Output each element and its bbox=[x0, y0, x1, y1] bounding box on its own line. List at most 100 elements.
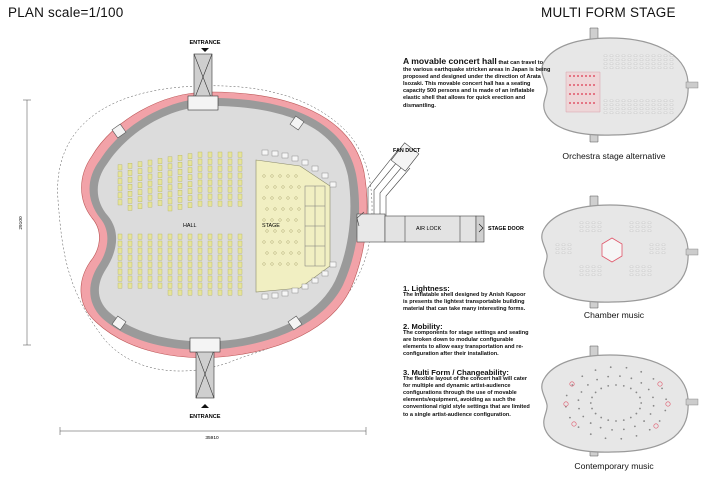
thumbnail-seat bbox=[579, 273, 584, 276]
thumbnail-seat bbox=[621, 107, 626, 110]
hall-seat bbox=[207, 233, 213, 240]
thumbnail-seat bbox=[661, 243, 666, 246]
thumbnail-seat bbox=[633, 58, 638, 61]
hall-seat bbox=[197, 289, 203, 296]
thumbnail-seat bbox=[639, 99, 644, 102]
thumbnail-seat bbox=[603, 62, 608, 65]
hall-seat bbox=[117, 268, 123, 275]
thumbnail-seat bbox=[555, 251, 560, 254]
audience-mark bbox=[622, 419, 625, 422]
hall-seat bbox=[167, 233, 173, 240]
hall-seat bbox=[217, 282, 223, 289]
thumbnail-seat bbox=[669, 66, 674, 69]
hall-seat bbox=[147, 261, 153, 268]
audience-mark bbox=[594, 412, 597, 415]
hall-seat bbox=[237, 172, 243, 179]
orchestra-player-mark bbox=[569, 75, 571, 77]
audience-mark bbox=[625, 366, 628, 369]
orchestra-player-mark bbox=[593, 75, 595, 77]
thumbnail-seat bbox=[627, 99, 632, 102]
audience-mark bbox=[587, 384, 589, 386]
thumbnail-seat bbox=[603, 54, 608, 57]
stage-chair bbox=[278, 218, 282, 222]
stage-chair bbox=[270, 240, 274, 244]
hall-seat bbox=[147, 180, 153, 187]
thumbnail-seat bbox=[635, 273, 640, 276]
hall-seat bbox=[227, 247, 233, 254]
thumbnail-seat bbox=[615, 66, 620, 69]
hall-seat bbox=[147, 194, 153, 201]
hall-seat bbox=[127, 191, 133, 197]
stage-chair bbox=[270, 218, 274, 222]
stage-chair bbox=[281, 207, 285, 211]
stage-chair bbox=[286, 218, 290, 222]
thumbnail-seat bbox=[669, 111, 674, 114]
stage-chair bbox=[294, 262, 298, 266]
hall-seat bbox=[177, 155, 183, 161]
stage-chair bbox=[297, 185, 301, 189]
audience-mark bbox=[661, 387, 663, 390]
hall-seat bbox=[157, 247, 163, 254]
hall-seat bbox=[137, 275, 143, 282]
thumbnail-seat bbox=[645, 54, 650, 57]
chamber-music-thumbnail bbox=[541, 195, 699, 309]
performer-mark bbox=[569, 381, 575, 387]
thumbnail-seat bbox=[641, 269, 646, 272]
hall-seat bbox=[157, 193, 163, 199]
hall-seat bbox=[127, 282, 133, 289]
orchestra-player-mark bbox=[593, 102, 595, 104]
hall-seat bbox=[237, 165, 243, 172]
hall-seat bbox=[217, 261, 223, 268]
audience-mark bbox=[571, 384, 574, 386]
thumbnail-seat bbox=[639, 107, 644, 110]
thumbnail-seat bbox=[657, 66, 662, 69]
hall-seat bbox=[217, 186, 223, 193]
thumbnail-seat bbox=[655, 247, 660, 250]
hall-seat bbox=[177, 204, 183, 210]
stage-chair bbox=[286, 262, 290, 266]
thumbnail-seat bbox=[591, 269, 596, 272]
hall-seat bbox=[127, 261, 133, 268]
thumbnail-seat bbox=[639, 111, 644, 114]
thumbnail-seat bbox=[663, 66, 668, 69]
stage-chair bbox=[273, 251, 277, 255]
hall-seat bbox=[217, 200, 223, 207]
orchestra-player-mark bbox=[573, 102, 575, 104]
audience-mark bbox=[600, 387, 603, 390]
hall-seat bbox=[227, 275, 233, 282]
orchestra-player-mark bbox=[585, 93, 587, 95]
thumbnail-seat bbox=[663, 54, 668, 57]
stage-chair bbox=[265, 185, 269, 189]
thumbnail-seat bbox=[585, 225, 590, 228]
thumbnail-seat bbox=[635, 265, 640, 268]
audience-mark bbox=[600, 416, 603, 419]
stage-chair bbox=[278, 174, 282, 178]
performer-mark bbox=[653, 423, 659, 429]
hall-seat bbox=[187, 174, 193, 180]
stage-door-arrow bbox=[478, 223, 484, 233]
audience-mark bbox=[615, 420, 617, 422]
audience-mark bbox=[619, 375, 621, 378]
hall-seat bbox=[117, 178, 123, 185]
audience-mark bbox=[634, 425, 636, 428]
thumbnail-seat bbox=[585, 265, 590, 268]
thumbnail-seat bbox=[645, 99, 650, 102]
orchestra-player-mark bbox=[589, 84, 591, 86]
thumbnail-seat bbox=[555, 247, 560, 250]
hall-seat bbox=[167, 205, 173, 212]
hall-seat bbox=[227, 233, 233, 240]
entrance-bottom-structure bbox=[189, 337, 221, 399]
feature-mobility-head: 2. Mobility: bbox=[403, 322, 443, 331]
thumbnail-seat bbox=[621, 103, 626, 106]
dimension-width-label: 35910 bbox=[205, 435, 219, 441]
thumbnail-seat bbox=[609, 111, 614, 114]
thumbnail-seat bbox=[597, 273, 602, 276]
hall-seat bbox=[237, 261, 243, 268]
thumbnail-seat bbox=[651, 58, 656, 61]
thumbnail-seat bbox=[633, 103, 638, 106]
hall-seat bbox=[137, 189, 143, 195]
thumbnail-seat bbox=[567, 251, 572, 254]
hall-seat bbox=[177, 282, 183, 289]
hall-seat bbox=[177, 289, 183, 296]
thumbnail-seat bbox=[585, 229, 590, 232]
